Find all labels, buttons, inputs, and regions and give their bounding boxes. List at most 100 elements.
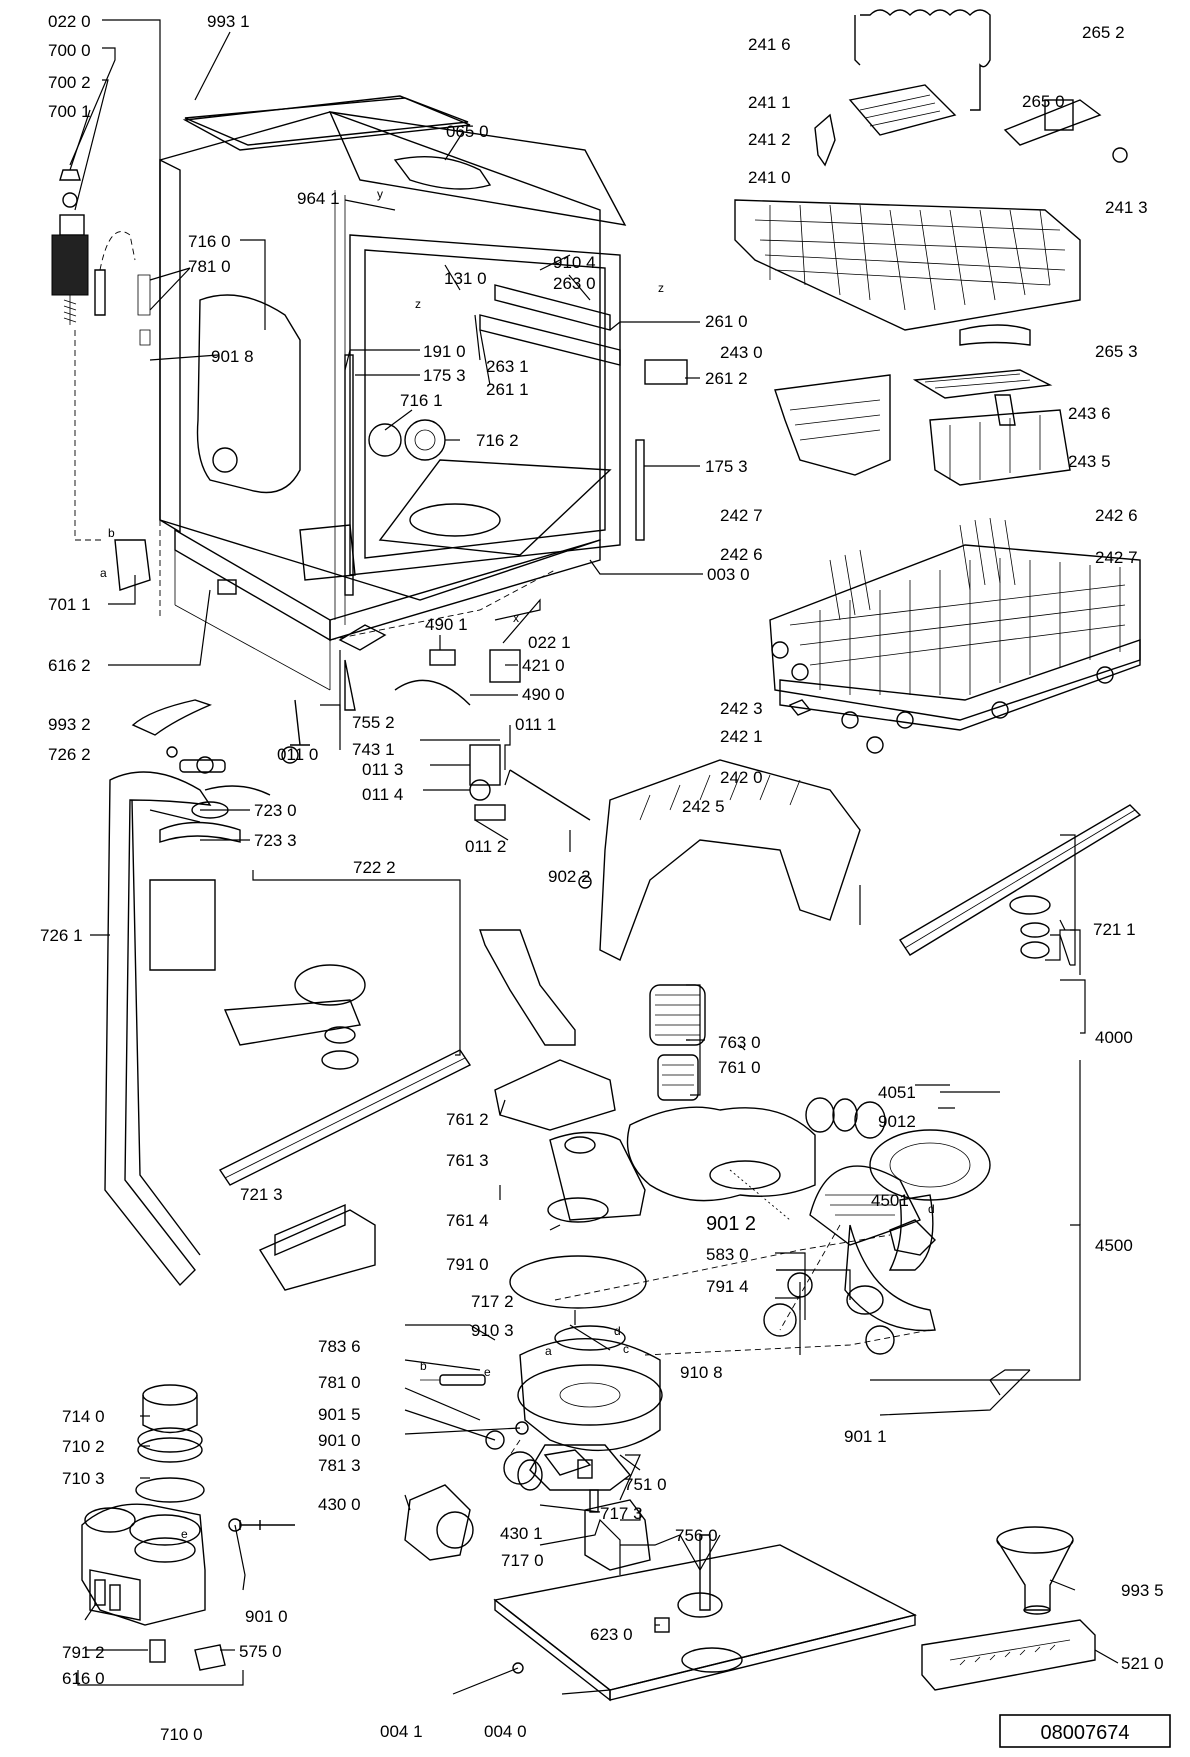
part-label: 242 6 bbox=[720, 545, 763, 564]
part-label: 243 5 bbox=[1068, 452, 1111, 471]
part-label: 242 7 bbox=[1095, 548, 1138, 567]
part-label: 901 0 bbox=[245, 1607, 288, 1626]
part-label: 781 0 bbox=[188, 257, 231, 276]
part-label: 901 8 bbox=[211, 347, 254, 366]
part-label: 710 2 bbox=[62, 1437, 105, 1456]
ref-letter: d bbox=[928, 1202, 935, 1216]
reference-letters: b a z z y x d d e e b a c bbox=[100, 187, 935, 1541]
part-label: 964 1 bbox=[297, 189, 340, 208]
part-label: 717 2 bbox=[471, 1292, 514, 1311]
part-label: 263 0 bbox=[553, 274, 596, 293]
part-label: 4000 bbox=[1095, 1028, 1133, 1047]
part-label: 243 6 bbox=[1068, 404, 1111, 423]
part-label: 755 2 bbox=[352, 713, 395, 732]
part-label: 761 3 bbox=[446, 1151, 489, 1170]
ref-letter: e bbox=[181, 1527, 188, 1541]
part-label: 241 6 bbox=[748, 35, 791, 54]
part-label: 022 1 bbox=[528, 633, 571, 652]
document-number-box: 08007674 bbox=[999, 1714, 1171, 1748]
part-label: 700 1 bbox=[48, 102, 91, 121]
part-label: 4501 bbox=[871, 1191, 909, 1210]
control-panel-funnel bbox=[921, 1526, 1096, 1691]
part-label: 191 0 bbox=[423, 342, 466, 361]
misc-small-parts bbox=[131, 624, 592, 889]
part-label: 241 3 bbox=[1105, 198, 1148, 217]
part-label: 902 2 bbox=[548, 867, 591, 886]
ref-letter: b bbox=[420, 1359, 427, 1373]
part-label: 901 0 bbox=[318, 1431, 361, 1450]
leader-lines bbox=[69, 19, 1119, 1695]
part-label: 575 0 bbox=[239, 1642, 282, 1661]
part-label: 004 0 bbox=[484, 1722, 527, 1741]
part-label: 241 1 bbox=[748, 93, 791, 112]
part-label: 175 3 bbox=[705, 457, 748, 476]
part-label: 242 1 bbox=[720, 727, 763, 746]
lower-basket bbox=[769, 517, 1141, 754]
brine-detergent-parts bbox=[81, 1384, 295, 1671]
part-label: 242 6 bbox=[1095, 506, 1138, 525]
part-label: 721 1 bbox=[1093, 920, 1136, 939]
part-label: 910 8 bbox=[680, 1363, 723, 1382]
part-label: 430 0 bbox=[318, 1495, 361, 1514]
center-lower-parts bbox=[404, 929, 663, 1571]
part-label: 901 1 bbox=[844, 1427, 887, 1446]
part-label: 616 2 bbox=[48, 656, 91, 675]
part-label: 714 0 bbox=[62, 1407, 105, 1426]
part-label: 993 2 bbox=[48, 715, 91, 734]
part-label: 783 6 bbox=[318, 1337, 361, 1356]
upper-spray-arm bbox=[899, 804, 1142, 959]
part-label: 710 0 bbox=[160, 1725, 203, 1744]
part-label: 421 0 bbox=[522, 656, 565, 675]
part-label: 011 1 bbox=[515, 715, 556, 734]
ref-letter: d bbox=[614, 1324, 621, 1338]
part-label: 791 4 bbox=[706, 1277, 749, 1296]
part-label: 723 0 bbox=[254, 801, 297, 820]
part-label: 756 0 bbox=[675, 1526, 718, 1545]
ref-letter: b bbox=[108, 526, 115, 540]
part-label: 910 3 bbox=[471, 1321, 514, 1340]
part-label: 241 0 bbox=[748, 168, 791, 187]
cutlery-baskets bbox=[774, 369, 1071, 486]
ref-letter: y bbox=[377, 187, 383, 201]
part-label: 716 2 bbox=[476, 431, 519, 450]
part-label: 700 2 bbox=[48, 73, 91, 92]
part-label: 791 0 bbox=[446, 1255, 489, 1274]
ref-letter: a bbox=[100, 566, 107, 580]
part-label: 521 0 bbox=[1121, 1654, 1164, 1673]
part-label: 261 2 bbox=[705, 369, 748, 388]
part-label: 490 1 bbox=[425, 615, 468, 634]
part-label: 004 1 bbox=[380, 1722, 423, 1741]
part-label: 175 3 bbox=[423, 366, 466, 385]
part-label: 717 0 bbox=[501, 1551, 544, 1570]
part-label: 4051 bbox=[878, 1083, 916, 1102]
part-labels: 022 0 700 0 700 2 700 1 993 1 065 0 964 … bbox=[40, 12, 1164, 1744]
assembly-dash-lines bbox=[159, 520, 931, 1526]
part-label: 710 3 bbox=[62, 1469, 105, 1488]
part-label: 263 1 bbox=[486, 357, 529, 376]
part-label: 781 0 bbox=[318, 1373, 361, 1392]
part-label: 763 0 bbox=[718, 1033, 761, 1052]
part-label: 721 3 bbox=[240, 1185, 283, 1204]
ref-letter: e bbox=[484, 1365, 491, 1379]
part-label: 242 0 bbox=[720, 768, 763, 787]
part-label: 242 5 bbox=[682, 797, 725, 816]
part-label: 011 2 bbox=[465, 837, 506, 856]
part-label: 993 5 bbox=[1121, 1581, 1164, 1600]
part-label: 716 1 bbox=[400, 391, 443, 410]
part-label: 243 0 bbox=[720, 343, 763, 362]
part-label: 781 3 bbox=[318, 1456, 361, 1475]
part-label: 430 1 bbox=[500, 1524, 543, 1543]
part-label: 022 0 bbox=[48, 12, 91, 31]
part-label: 265 3 bbox=[1095, 342, 1138, 361]
part-label: 722 2 bbox=[353, 858, 396, 877]
part-label: 723 3 bbox=[254, 831, 297, 850]
part-label: 716 0 bbox=[188, 232, 231, 251]
part-label: 261 0 bbox=[705, 312, 748, 331]
part-label: 265 0 bbox=[1022, 92, 1065, 111]
part-label: 265 2 bbox=[1082, 23, 1125, 42]
part-label: 261 1 bbox=[486, 380, 529, 399]
part-label: 761 2 bbox=[446, 1110, 489, 1129]
part-label: 726 2 bbox=[48, 745, 91, 764]
filter-sump-parts bbox=[599, 759, 991, 1355]
part-label: 4500 bbox=[1095, 1236, 1133, 1255]
